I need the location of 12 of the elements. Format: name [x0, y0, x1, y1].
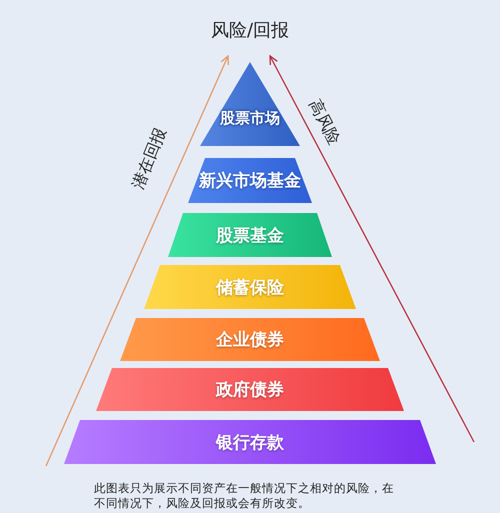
layer-label: 企业债券 [216, 329, 284, 351]
title: 风险/回报 [210, 19, 290, 42]
layer-label: 新兴市场基金 [199, 170, 301, 192]
layer-label: 银行存款 [216, 432, 284, 454]
side-label: 高风险 [304, 96, 344, 149]
pyramid-layer [64, 420, 436, 464]
caption: 此图表只为展示不同资产在一般情况下之相对的风险，在不同情况下，风险及回报或会有所改变。 [94, 481, 394, 511]
layer-label: 股票市场 [220, 109, 280, 128]
layer-label: 股票基金 [216, 224, 284, 246]
layer-label: 储蓄保险 [216, 276, 284, 298]
layer-label: 政府债券 [216, 379, 284, 401]
side-label: 潜在回报 [128, 124, 171, 192]
